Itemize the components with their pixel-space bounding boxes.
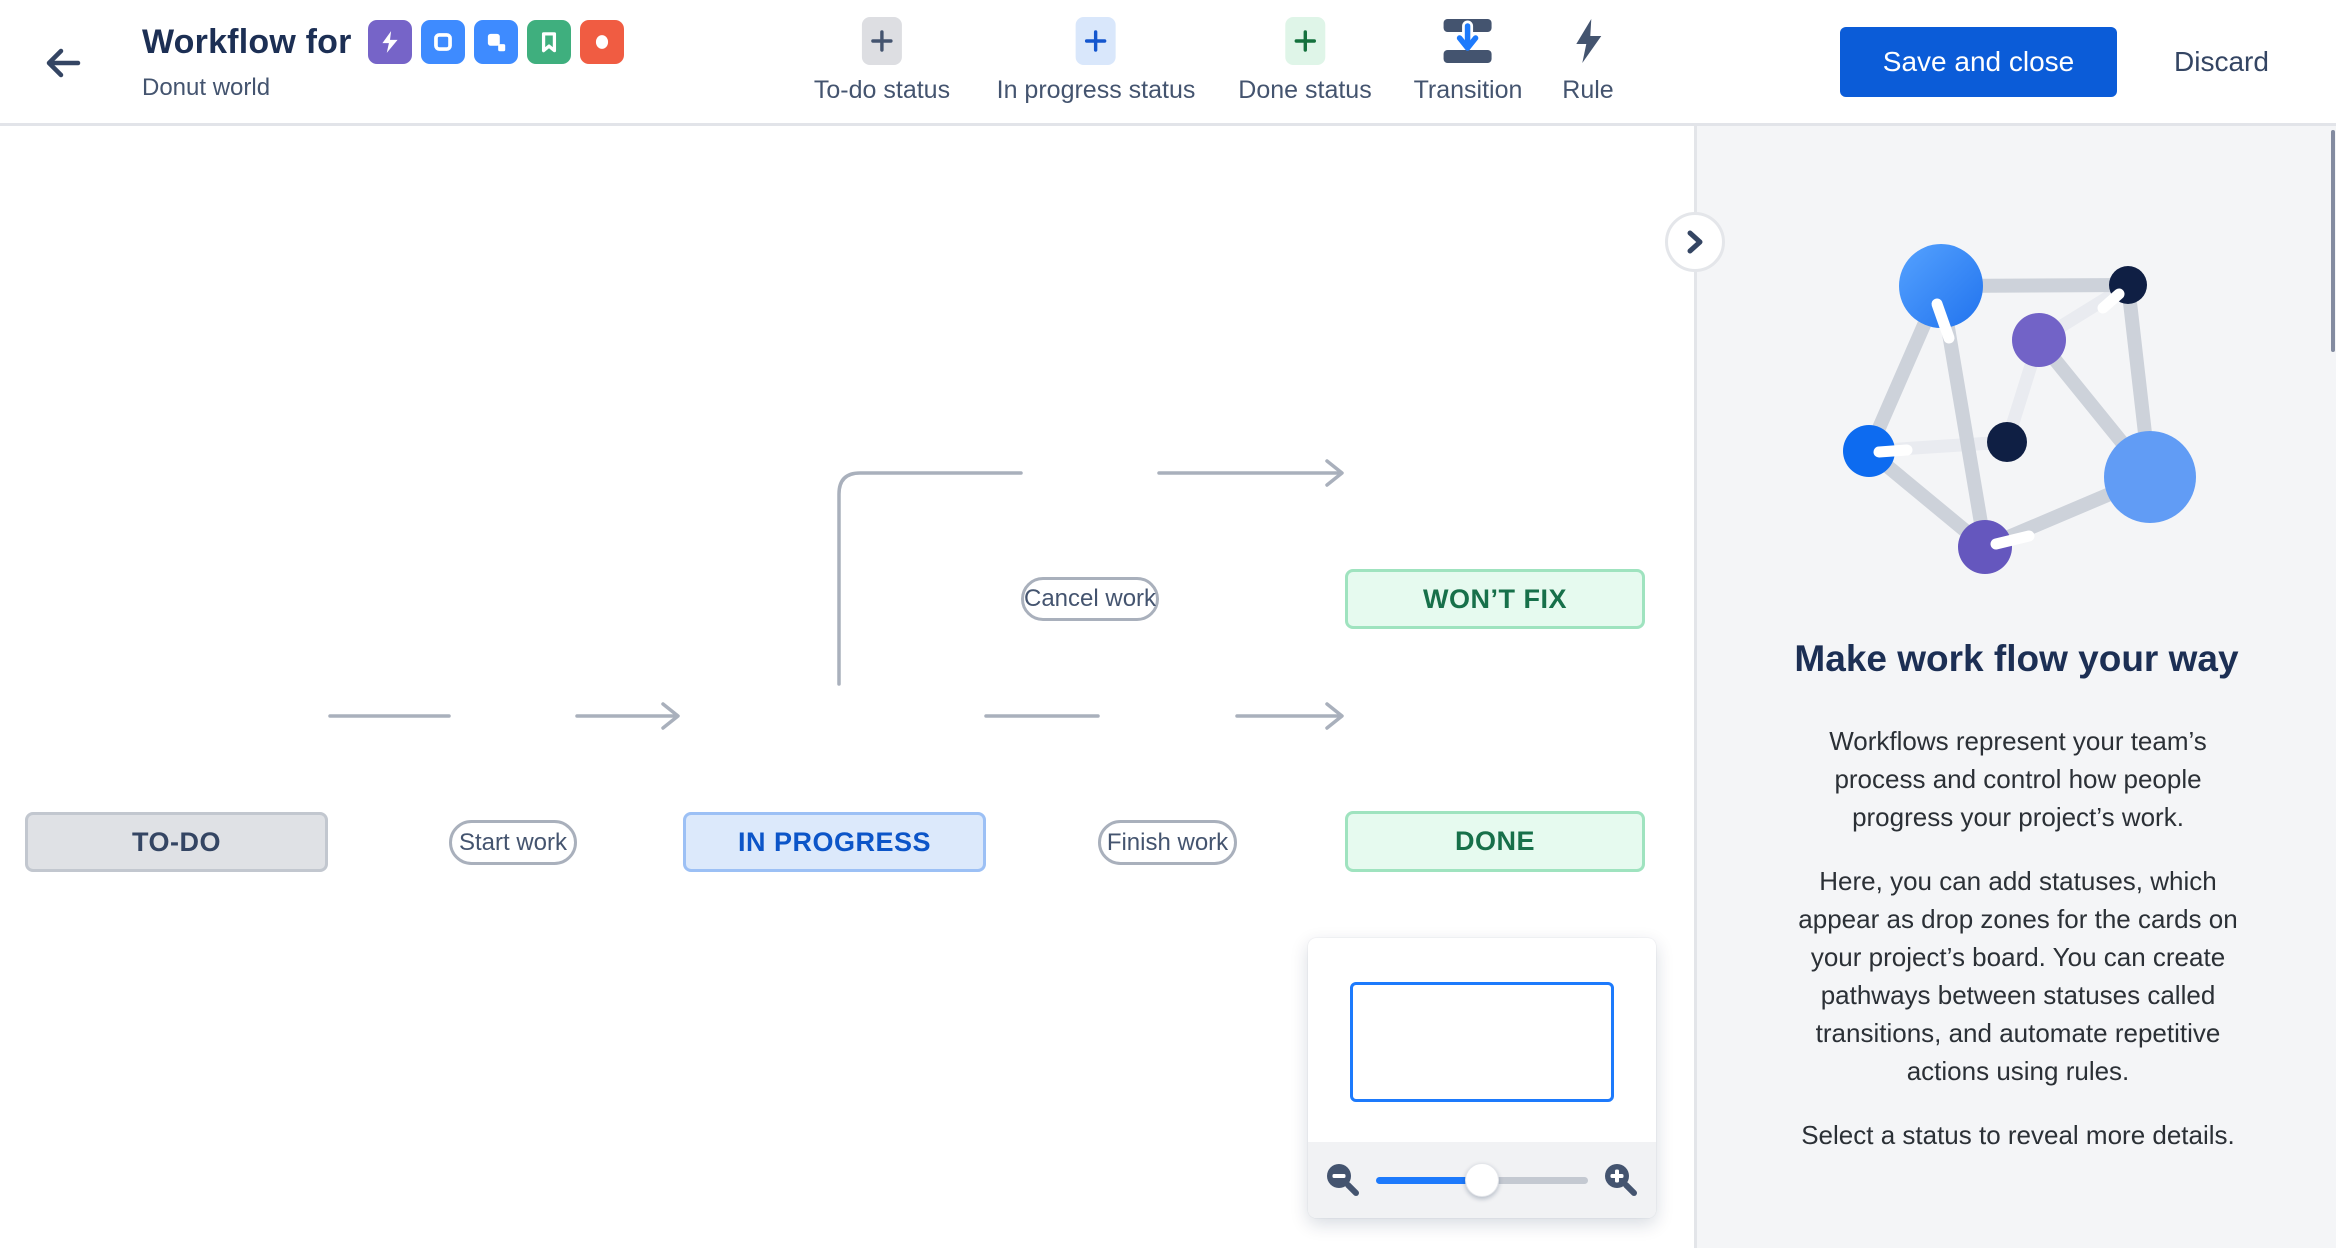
transition-finish-work[interactable]: Finish work	[1098, 820, 1237, 865]
status-node-in-progress[interactable]: IN PROGRESS	[683, 812, 986, 872]
panel-paragraph-3: Select a status to reveal more details.	[1801, 1120, 2235, 1150]
save-and-close-button[interactable]: Save and close	[1840, 27, 2117, 97]
zoom-out-button[interactable]	[1324, 1161, 1362, 1199]
network-graph-illustration	[1843, 244, 2196, 574]
add-done-status-button[interactable]: Done status	[1238, 14, 1372, 105]
subtask-icon	[473, 20, 518, 64]
add-rule-button[interactable]: Rule	[1562, 14, 1614, 105]
info-panel: Make work flow your way Workflows repres…	[1694, 126, 2336, 1248]
add-inprogress-status-icon	[1076, 17, 1116, 65]
title-block: Workflow for	[142, 18, 624, 102]
add-done-status-icon	[1284, 17, 1325, 65]
back-arrow-icon	[46, 48, 81, 78]
zoom-in-icon	[1605, 1164, 1637, 1196]
panel-collapse-button[interactable]	[1665, 212, 1725, 272]
bug-icon	[579, 20, 624, 64]
zoom-out-icon	[1327, 1164, 1359, 1196]
transition-icon	[1444, 19, 1492, 63]
chevron-right-icon	[1687, 230, 1703, 254]
add-todo-status-button[interactable]: To-do status	[814, 14, 950, 105]
task-icon	[420, 20, 465, 64]
project-name: Donut world	[142, 74, 271, 101]
page-title: Workflow for	[142, 22, 352, 61]
graph-node-large-blue	[1899, 244, 1983, 328]
minimap-viewport[interactable]	[1350, 982, 1614, 1102]
panel-paragraph-2: Here, you can add statuses, which appear…	[1798, 866, 2238, 1086]
transition-start-work[interactable]: Start work	[449, 820, 577, 865]
issue-type-icons	[367, 20, 624, 64]
add-inprogress-status-button[interactable]: In progress status	[997, 14, 1195, 105]
status-node-wont-fix[interactable]: WON’T FIX	[1345, 569, 1645, 629]
panel-heading: Make work flow your way	[1794, 638, 2239, 679]
panel-paragraph-1: Workflows represent your team’s process …	[1829, 726, 2207, 832]
minimap	[1308, 938, 1656, 1218]
rule-lightning-icon	[1575, 19, 1601, 63]
status-node-todo[interactable]: TO-DO	[25, 812, 328, 872]
story-icon	[526, 20, 571, 64]
zoom-in-button[interactable]	[1602, 1161, 1640, 1199]
minimap-zoom-controls	[1308, 1142, 1656, 1218]
back-button[interactable]	[38, 38, 88, 88]
transition-connectors	[328, 459, 1344, 730]
add-transition-button[interactable]: Transition	[1414, 14, 1522, 105]
status-node-done[interactable]: DONE	[1345, 811, 1645, 872]
epic-icon	[367, 20, 412, 64]
workflow-canvas[interactable]: TO-DO IN PROGRESS WON’T FIX DONE Start w…	[0, 126, 1694, 1248]
discard-button[interactable]: Discard	[2156, 27, 2287, 97]
zoom-slider[interactable]	[1376, 1161, 1588, 1199]
zoom-slider-handle[interactable]	[1465, 1163, 1499, 1197]
panel-scrollbar[interactable]	[2331, 130, 2335, 352]
transition-cancel-work[interactable]: Cancel work	[1021, 577, 1159, 621]
add-todo-status-icon	[862, 17, 902, 65]
editor-header: Workflow for	[0, 0, 2336, 126]
